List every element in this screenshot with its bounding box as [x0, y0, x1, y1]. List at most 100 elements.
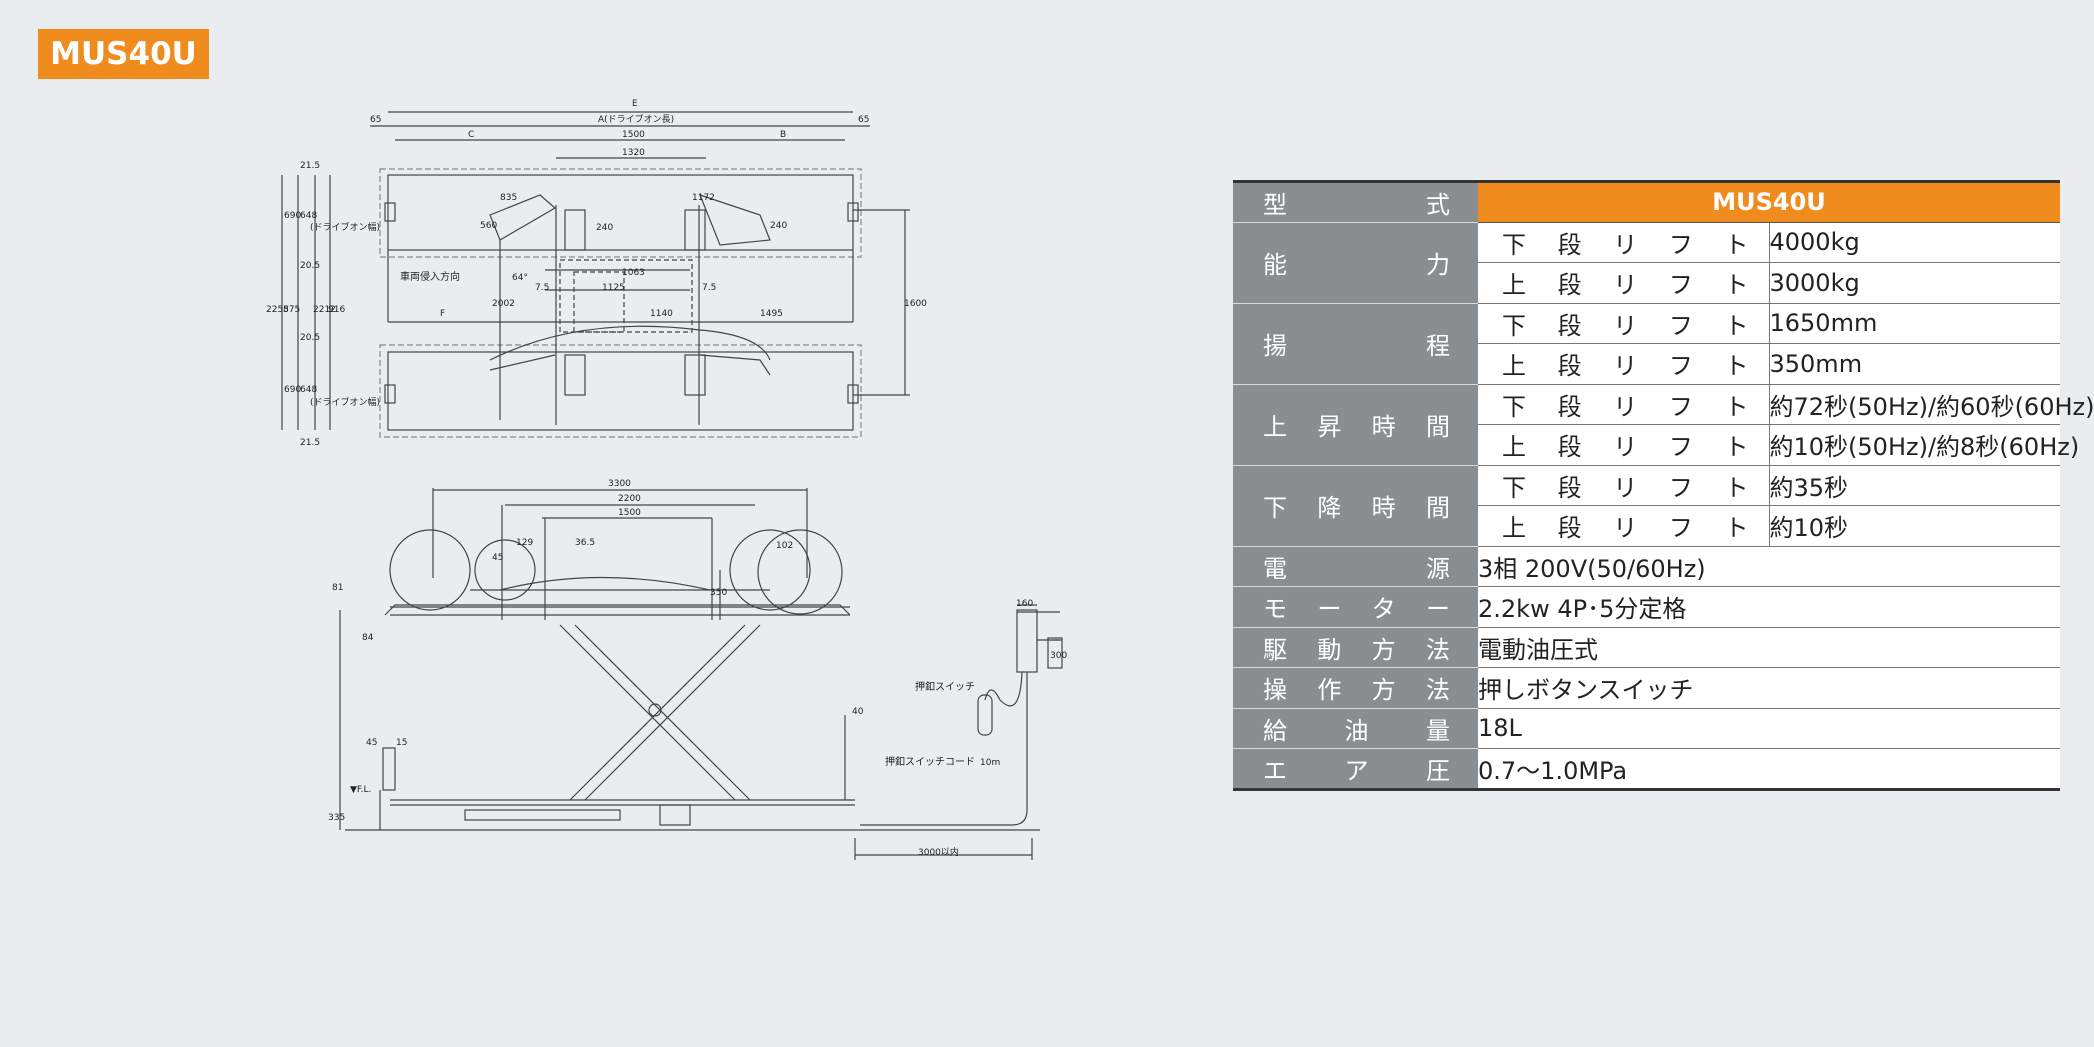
spec-row-lift-upper: 上段リフト 350mm [1233, 343, 2060, 385]
dim-81: 81 [332, 583, 343, 593]
spec-row-model: 型 式 MUS40U [1233, 181, 2060, 223]
spec-value-capacity-upper: 3000kg [1769, 262, 2060, 304]
spec-label-model: 型 式 [1233, 181, 1478, 223]
spec-row-descent-upper: 上段リフト 約10秒 [1233, 505, 2060, 547]
spec-row-lift-lower: 揚 程 下段リフト 1650mm [1233, 303, 2060, 385]
upper-runway [387, 174, 854, 251]
spec-table: 型 式 MUS40U 能 力 下段リフト 4000kg [1233, 180, 2094, 791]
dim-2255: 2255 [266, 305, 289, 315]
dim-875: 875 [283, 305, 300, 315]
drive-width-top: (ドライブオン幅) [310, 221, 380, 233]
spec-row-power: 電源 3相 200V(50/60Hz) [1233, 546, 2060, 587]
spec-label-air: エア圧 [1233, 748, 1478, 790]
spec-row-drive: 駆動方法 電動油圧式 [1233, 627, 2060, 668]
spec-sub-descent-upper: 上段リフト [1478, 505, 1770, 547]
dim-F: F [440, 309, 445, 319]
dim-64deg: 64° [512, 273, 528, 283]
dim-1140: 1140 [650, 309, 673, 319]
dim-7-5-left: 7.5 [535, 283, 549, 293]
spec-value-drive: 電動油圧式 [1478, 627, 2060, 668]
dim-1495: 1495 [760, 309, 783, 319]
dim-65-right: 65 [858, 115, 869, 125]
spec-label-capacity: 能 力 [1233, 222, 1478, 304]
dim-21-5-bottom: 21.5 [300, 438, 320, 448]
dim-240b: 240 [770, 221, 787, 231]
dim-1500-top: 1500 [622, 130, 645, 140]
spec-row-motor: モーター 2.2kw 4P･5分定格 [1233, 586, 2060, 628]
dim-129: 129 [516, 538, 533, 548]
spec-row-descent-lower: 下降時間 下段リフト 約35秒 [1233, 465, 2060, 547]
spec-row-capacity-upper: 上段リフト 3000kg [1233, 262, 2060, 304]
push-switch-cord-label: 押釦スイッチコード [885, 755, 975, 768]
dim-560: 560 [480, 221, 497, 231]
dim-1063: 1063 [622, 268, 645, 278]
dim-2212: 2212 [313, 305, 336, 315]
dim-2002: 2002 [492, 299, 515, 309]
dim-3000: 3000以内 [918, 846, 959, 858]
dim-2200: 2200 [618, 494, 641, 504]
spec-value-rise-lower: 約72秒(50Hz)/約60秒(60Hz) [1769, 384, 2094, 425]
dim-15: 15 [396, 738, 407, 748]
spec-label-drive: 駆動方法 [1233, 627, 1478, 668]
dim-45-top: 45 [492, 553, 503, 563]
spec-value-lift-lower: 1650mm [1769, 303, 2060, 344]
dim-3300: 3300 [608, 479, 631, 489]
spec-label-descent-time: 下降時間 [1233, 465, 1478, 547]
spec-sub-lift-lower: 下段リフト [1478, 303, 1770, 344]
dim-A: A(ドライブオン長) [598, 113, 674, 125]
dim-160: 160 [1016, 599, 1033, 609]
dim-20-5-a: 20.5 [300, 261, 320, 271]
dim-E: E [632, 99, 638, 109]
spec-sub-rise-lower: 下段リフト [1478, 384, 1770, 425]
spec-value-oil: 18L [1478, 708, 2060, 749]
spec-value-capacity-lower: 4000kg [1769, 222, 2060, 263]
spec-sub-descent-lower: 下段リフト [1478, 465, 1770, 506]
spec-value-motor: 2.2kw 4P･5分定格 [1478, 586, 2060, 628]
dim-835: 835 [500, 193, 517, 203]
cord-length-label: 10m [980, 758, 1000, 768]
spec-row-operation: 操作方法 押しボタンスイッチ [1233, 667, 2060, 709]
dim-648-bottom: 648 [300, 385, 317, 395]
spec-sub-lift-upper: 上段リフト [1478, 343, 1770, 385]
dim-1500-side: 1500 [618, 508, 641, 518]
dim-7-5-right: 7.5 [702, 283, 716, 293]
spec-value-rise-upper: 約10秒(50Hz)/約8秒(60Hz) [1769, 424, 2079, 466]
drive-width-bottom: (ドライブオン幅) [310, 396, 380, 408]
dim-21-5-top: 21.5 [300, 161, 320, 171]
push-switch-label: 押釦スイッチ [915, 680, 975, 693]
spec-row-air: エア圧 0.7〜1.0MPa [1233, 748, 2060, 790]
spec-row-rise-upper: 上段リフト 約10秒(50Hz)/約8秒(60Hz) [1233, 424, 2079, 466]
dim-B: B [780, 130, 786, 140]
spec-label-rise-time: 上昇時間 [1233, 384, 1478, 466]
dim-690-bottom: 690 [284, 385, 301, 395]
spec-value-lift-upper: 350mm [1769, 343, 2060, 385]
spec-value-air: 0.7〜1.0MPa [1478, 748, 2060, 790]
spec-label-operation: 操作方法 [1233, 667, 1478, 709]
dim-1172: 1172 [692, 193, 715, 203]
model-badge: MUS40U [38, 29, 209, 79]
dim-1600: 1600 [904, 299, 927, 309]
spec-sub-capacity-upper: 上段リフト [1478, 262, 1770, 304]
spec-label-motor: モーター [1233, 586, 1478, 628]
spec-sub-rise-upper: 上段リフト [1478, 424, 1770, 466]
spec-sub-capacity-lower: 下段リフト [1478, 222, 1770, 263]
spec-label-oil: 給油量 [1233, 708, 1478, 749]
dim-690-top: 690 [284, 211, 301, 221]
spec-value-power: 3相 200V(50/60Hz) [1478, 546, 2060, 587]
vehicle-direction-label: 車両侵入方向 [400, 270, 460, 283]
dim-335: 335 [328, 813, 345, 823]
dim-40: 40 [852, 707, 864, 717]
dim-45: 45 [366, 738, 377, 748]
spec-row-capacity-lower: 能 力 下段リフト 4000kg [1233, 222, 2060, 304]
technical-drawing: E A(ドライブオン長) 65 65 C 1500 B 1320 21.5 69… [266, 99, 1067, 860]
spec-row-rise-lower: 上昇時間 下段リフト 約72秒(50Hz)/約60秒(60Hz) [1233, 384, 2094, 466]
dim-916: 916 [328, 305, 345, 315]
dim-102: 102 [776, 541, 793, 551]
lower-runway [387, 351, 854, 431]
dim-65-left: 65 [370, 115, 381, 125]
dim-648-top: 648 [300, 211, 317, 221]
floor-label: ▼F.L. [350, 785, 371, 795]
dim-1125: 1125 [602, 283, 625, 293]
dim-300: 300 [1050, 651, 1067, 661]
dim-C: C [468, 130, 474, 140]
